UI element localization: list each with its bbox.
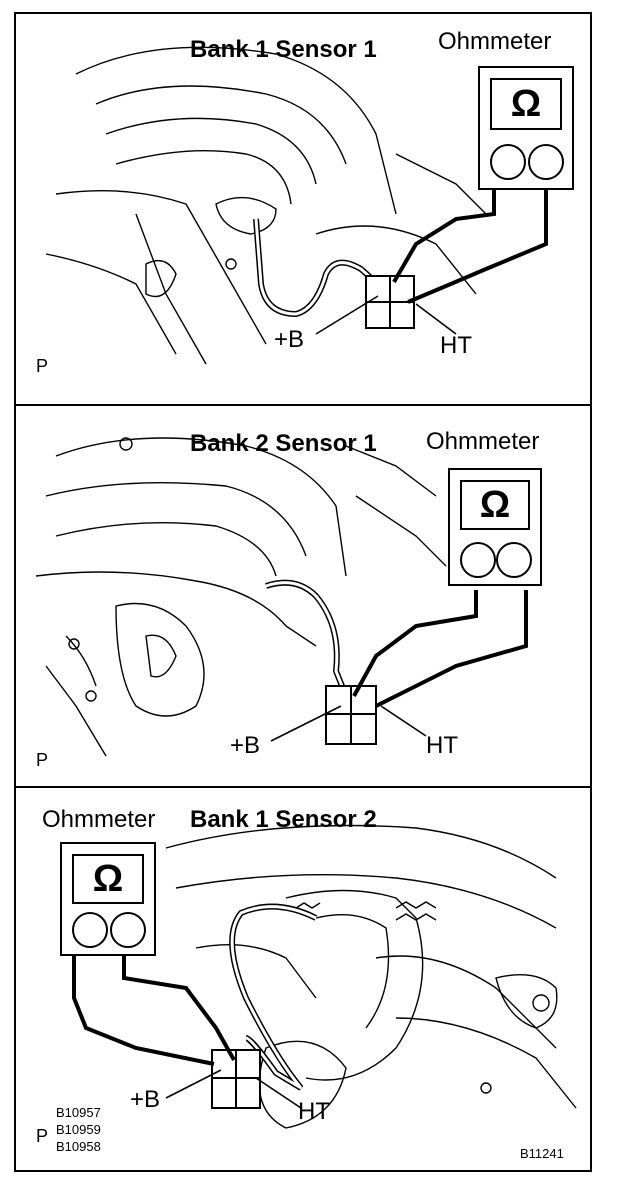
ohmmeter-label: Ohmmeter <box>438 28 552 55</box>
panel-divider <box>14 786 592 788</box>
panel-bank2-sensor1: Bank 2 Sensor 1 Ohmmeter Ω +B HT P <box>16 406 590 784</box>
engine-illustration-1 <box>45 46 548 365</box>
source-code: B10958 <box>56 1139 101 1154</box>
figure-id: B11241 <box>520 1146 564 1161</box>
ohm-symbol-icon: Ω <box>72 854 144 904</box>
corner-tag: P <box>36 750 49 770</box>
corner-tag: P <box>36 356 49 376</box>
dial-left-icon <box>490 144 526 180</box>
panel-bank1-sensor2: Ohmmeter Bank 1 Sensor 2 Ω +B HT P B1095… <box>16 788 590 1172</box>
source-code-list: B10957 B10959 B10958 <box>56 1104 101 1155</box>
dial-right-icon <box>496 542 532 578</box>
diagram-frame: Bank 1 Sensor 1 Ohmmeter Ω +B HT P <box>14 12 592 1172</box>
ohm-symbol-icon: Ω <box>490 78 562 130</box>
terminal-label-b: +B <box>230 732 261 759</box>
terminal-label-b: +B <box>274 326 305 353</box>
panel-bank1-sensor1: Bank 1 Sensor 1 Ohmmeter Ω +B HT P <box>16 14 590 404</box>
terminal-label-b: +B <box>130 1086 161 1113</box>
panel-divider <box>14 404 592 406</box>
ohm-symbol-icon: Ω <box>460 480 530 530</box>
exhaust-illustration-3 <box>72 824 577 1129</box>
dial-right-icon <box>110 912 146 948</box>
terminal-label-ht: HT <box>426 732 458 759</box>
terminal-label-ht: HT <box>298 1098 330 1125</box>
panel-title: Bank 1 Sensor 1 <box>190 36 377 63</box>
ohmmeter: Ω <box>478 66 574 190</box>
ohmmeter: Ω <box>60 842 156 956</box>
ohmmeter-label: Ohmmeter <box>426 428 540 455</box>
ohmmeter: Ω <box>448 468 542 586</box>
panel-title: Bank 2 Sensor 1 <box>190 430 377 457</box>
terminal-label-ht: HT <box>440 332 472 359</box>
ohmmeter-label: Ohmmeter <box>42 806 156 833</box>
engine-illustration-2 <box>35 437 528 757</box>
dial-left-icon <box>460 542 496 578</box>
source-code: B10959 <box>56 1122 101 1137</box>
dial-right-icon <box>528 144 564 180</box>
dial-left-icon <box>72 912 108 948</box>
corner-tag: P <box>36 1126 49 1146</box>
panel-title: Bank 1 Sensor 2 <box>190 806 377 833</box>
source-code: B10957 <box>56 1105 101 1120</box>
